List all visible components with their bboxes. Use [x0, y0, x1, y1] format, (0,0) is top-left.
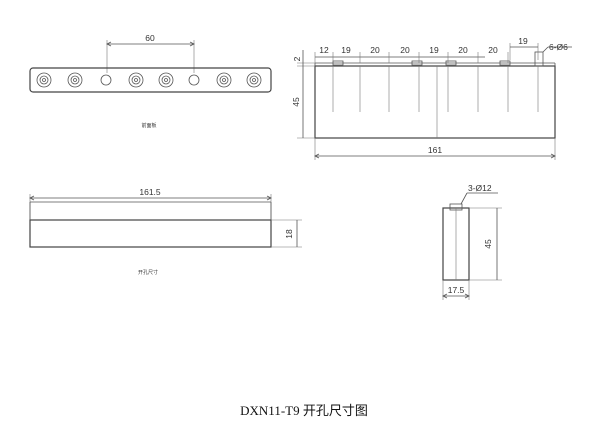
- cutout-view-label: 开孔尺寸: [138, 269, 158, 276]
- dim-flange-2: 2: [292, 56, 302, 61]
- front-body-outline: [314, 65, 556, 139]
- side-holes-callout: 3-Ø12: [468, 183, 492, 193]
- terminal-holes: [36, 72, 262, 88]
- dim-19-b: 19: [429, 45, 439, 55]
- cutout-length-dimension: 161.5: [139, 187, 161, 197]
- front-view: 12 19 20 20 19 20 20 19 6-Ø6 2 45 161: [291, 36, 572, 160]
- dim-20-a: 20: [370, 45, 380, 55]
- hole-spacing-dimension: 60: [145, 33, 155, 43]
- dim-length-161: 161: [428, 145, 442, 155]
- top-view-label: 前面板: [141, 122, 156, 129]
- holes-callout: 6-Ø6: [549, 42, 568, 52]
- top-view: 60 前面板: [29, 33, 272, 129]
- dim-20-b: 20: [400, 45, 410, 55]
- dim-20-d: 20: [488, 45, 498, 55]
- dim-height-45: 45: [291, 97, 301, 107]
- side-width-dimension: 17.5: [448, 285, 465, 295]
- top-dimension-chain: 12 19 20 20 19 20 20: [314, 45, 509, 63]
- dim-12: 12: [319, 45, 329, 55]
- dim-19-right: 19: [518, 36, 528, 46]
- panel-top-outline: [29, 67, 272, 93]
- side-view: 3-Ø12 45 17.5: [442, 183, 502, 300]
- front-pins: [332, 66, 539, 138]
- dim-20-c: 20: [458, 45, 468, 55]
- dim-19-a: 19: [341, 45, 351, 55]
- figure-caption: DXN11-T9 开孔尺寸图: [240, 403, 368, 418]
- side-height-dimension: 45: [483, 239, 493, 249]
- cutout-outline: [29, 219, 272, 248]
- cutout-view: 161.5 18 开孔尺寸: [29, 187, 302, 276]
- cutout-height-dimension: 18: [284, 229, 294, 239]
